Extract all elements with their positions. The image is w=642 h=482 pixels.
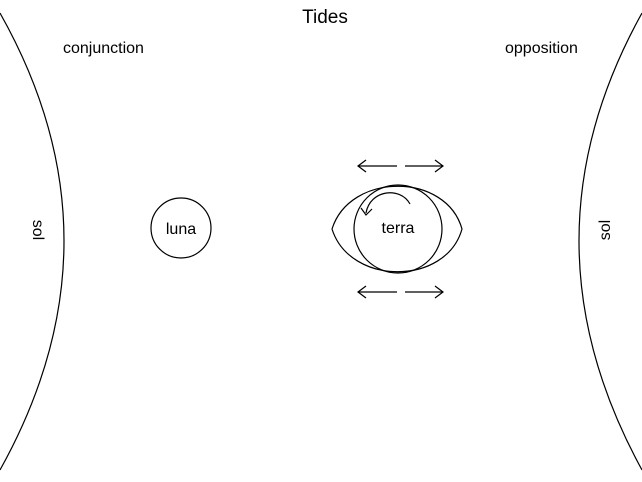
- left-sun-arc: [0, 12, 65, 471]
- left-sun-label: sol: [29, 220, 46, 240]
- right-sun-label: sol: [597, 220, 614, 240]
- rotation-arrow-icon: [360, 207, 373, 216]
- tidal-bulge-outline: [331, 185, 463, 273]
- earth-circle: [353, 184, 443, 274]
- top-left-arrow-icon: [357, 159, 397, 173]
- diagram-title: Tides: [302, 7, 348, 28]
- bottom-left-arrow-icon: [357, 285, 397, 299]
- top-right-arrow-icon: [405, 159, 444, 173]
- right-sun-arc: [578, 12, 642, 471]
- conjunction-caption: conjunction: [63, 40, 144, 57]
- rotation-arc: [365, 192, 411, 214]
- bottom-right-arrow-icon: [405, 285, 444, 299]
- opposition-caption: opposition: [505, 40, 578, 57]
- earth-label: terra: [382, 220, 415, 237]
- moon-label: luna: [166, 221, 196, 238]
- moon-circle: [150, 197, 212, 259]
